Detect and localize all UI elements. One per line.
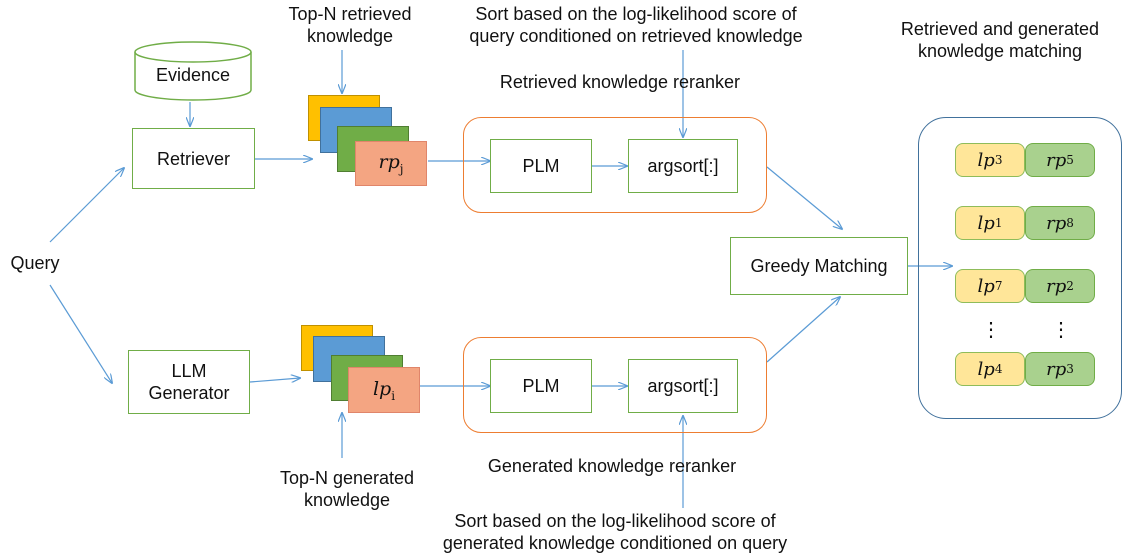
ellipsis-left: ⋮ — [981, 319, 1001, 341]
argsort-top-box: argsort[:] — [628, 139, 738, 193]
llm-generator-box: LLM Generator — [128, 350, 250, 414]
arrow-generator-stack — [249, 378, 300, 382]
arrow-query-generator — [49, 284, 112, 383]
retriever-box: Retriever — [132, 128, 255, 189]
generated-reranker-title: Generated knowledge reranker — [487, 456, 737, 476]
retriever-label: Retriever — [156, 148, 231, 169]
matching-title: Retrieved and generated knowledge matchi… — [900, 19, 1100, 61]
greedy-matching-box: Greedy Matching — [730, 237, 908, 295]
generated-reranker-box — [463, 337, 767, 433]
query-label: Query — [10, 253, 60, 273]
generated-doc-front-card: lpi — [348, 367, 420, 413]
sort-retrieved-label: Sort based on the log-likelihood score o… — [469, 4, 803, 46]
arrow-reranker-bottom-greedy — [766, 297, 840, 363]
top-n-generated-label: Top-N generated knowledge — [279, 468, 415, 510]
evidence-label: Evidence — [155, 65, 231, 85]
retrieved-doc-front-card: rpj — [355, 141, 427, 186]
retrieved-reranker-title: Retrieved knowledge reranker — [499, 72, 741, 92]
ellipsis-right: ⋮ — [1051, 319, 1071, 341]
matching-panel — [918, 117, 1122, 419]
argsort-top-label: argsort[:] — [647, 156, 719, 176]
lp-i-label: lpi — [372, 377, 396, 403]
evidence-database-icon — [134, 41, 252, 101]
plm-bottom-box: PLM — [490, 359, 592, 413]
plm-bottom-label: PLM — [522, 376, 560, 396]
top-n-retrieved-label: Top-N retrieved knowledge — [288, 4, 412, 46]
plm-top-box: PLM — [490, 139, 592, 193]
arrow-reranker-top-greedy — [766, 166, 842, 229]
arrow-query-retriever — [49, 168, 124, 243]
argsort-bottom-box: argsort[:] — [628, 359, 738, 413]
llm-generator-label: LLM Generator — [148, 361, 230, 403]
argsort-bottom-label: argsort[:] — [647, 376, 719, 396]
sort-generated-label: Sort based on the log-likelihood score o… — [442, 511, 788, 553]
plm-top-label: PLM — [522, 156, 560, 176]
rp-j-label: rpj — [378, 151, 404, 176]
greedy-matching-label: Greedy Matching — [750, 256, 888, 276]
retrieved-reranker-box — [463, 117, 767, 213]
